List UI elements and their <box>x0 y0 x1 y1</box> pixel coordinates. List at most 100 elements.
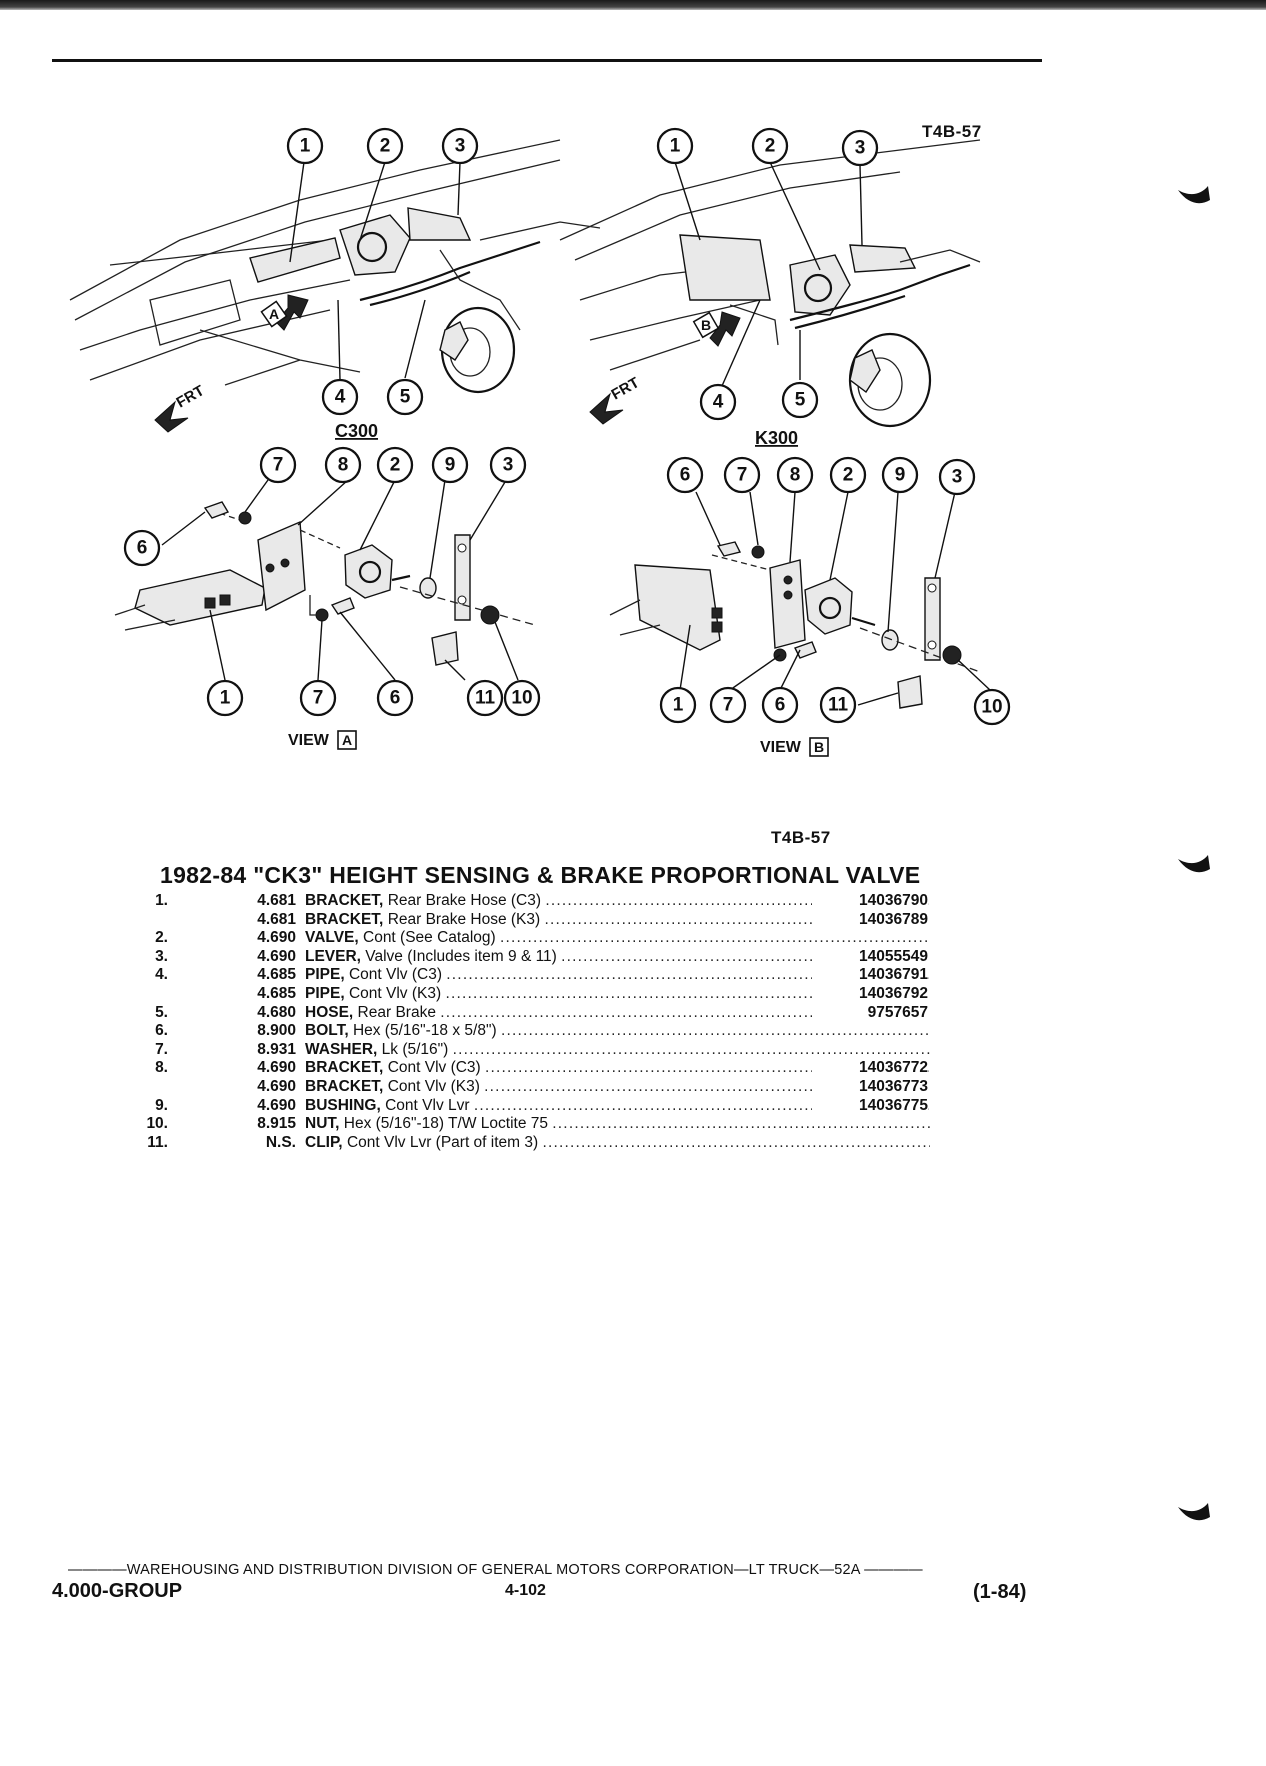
callout-2-k300: 2 <box>751 127 789 165</box>
svg-text:3: 3 <box>503 455 514 476</box>
callout-8-view-b: 8 <box>776 456 814 494</box>
c300-assembly-drawing: FRT A <box>69 139 601 433</box>
footer-page-number: 4-102 <box>505 1582 546 1599</box>
svg-text:6: 6 <box>137 538 148 559</box>
callout-11-view-b: 11 <box>819 686 857 724</box>
callout-1-view-a: 1 <box>206 679 244 717</box>
k300-frt-label: FRT <box>609 374 643 403</box>
illustration-svg: FRT A FRT B C3 <box>69 127 1011 757</box>
svg-text:VIEW: VIEW <box>760 739 802 756</box>
svg-text:1: 1 <box>220 688 231 709</box>
svg-text:5: 5 <box>400 387 411 408</box>
svg-text:3: 3 <box>455 136 466 157</box>
page-top-band <box>0 0 1266 10</box>
view-b-label: VIEW B <box>760 737 829 757</box>
view-a-exploded-drawing <box>114 501 536 666</box>
callout-3-c300: 3 <box>441 127 479 165</box>
svg-text:2: 2 <box>765 136 776 157</box>
svg-text:2: 2 <box>843 465 854 486</box>
svg-text:5: 5 <box>795 390 806 411</box>
footer-group-label: 4.000-GROUP <box>52 1580 183 1602</box>
callout-5-k300: 5 <box>781 381 819 419</box>
svg-text:3: 3 <box>952 467 963 488</box>
callout-2-view-b: 2 <box>829 456 867 494</box>
callout-6-view-a-left: 6 <box>123 529 161 567</box>
c300-label: C300 <box>335 421 378 441</box>
callout-8-view-a: 8 <box>324 446 362 484</box>
svg-text:8: 8 <box>790 465 801 486</box>
callout-11-view-a: 11 <box>466 679 504 717</box>
view-b-letter: B <box>814 739 824 755</box>
view-a-letter: A <box>342 732 352 748</box>
callout-1-view-b: 1 <box>659 686 697 724</box>
svg-text:6: 6 <box>390 688 401 709</box>
callout-7-view-a-top: 7 <box>259 446 297 484</box>
svg-text:6: 6 <box>680 465 691 486</box>
c300-frt-label: FRT <box>174 382 208 411</box>
callout-9-view-a: 9 <box>431 446 469 484</box>
svg-text:2: 2 <box>380 136 391 157</box>
figure-reference-bottom: T4B-57 <box>771 828 831 847</box>
callout-1-k300: 1 <box>656 127 694 165</box>
svg-text:10: 10 <box>511 688 532 709</box>
view-b-exploded-drawing <box>609 541 981 709</box>
svg-text:8: 8 <box>338 455 349 476</box>
svg-text:2: 2 <box>390 455 401 476</box>
svg-text:9: 9 <box>445 455 456 476</box>
svg-text:1: 1 <box>673 695 684 716</box>
callout-10-view-b: 10 <box>973 688 1011 726</box>
svg-text:10: 10 <box>981 697 1002 718</box>
figure-reference-top: T4B-57 <box>922 122 982 141</box>
callout-10-view-a: 10 <box>503 679 541 717</box>
svg-text:7: 7 <box>723 695 734 716</box>
svg-text:9: 9 <box>895 465 906 486</box>
callout-2-c300: 2 <box>366 127 404 165</box>
footer-revision-date: (1-84) <box>973 1581 1027 1603</box>
svg-text:3: 3 <box>855 138 866 159</box>
svg-text:1: 1 <box>670 136 681 157</box>
svg-text:11: 11 <box>475 688 496 709</box>
callout-3-k300: 3 <box>841 129 879 167</box>
c300-view-arrow-letter: A <box>269 306 279 322</box>
svg-text:7: 7 <box>273 455 284 476</box>
binder-hole-mark-middle <box>1178 855 1210 873</box>
callout-6-view-b-bottom: 6 <box>761 686 799 724</box>
callout-numbers: 1 2 3 4 5 1 2 3 4 5 6 7 8 2 9 3 1 7 6 11… <box>123 127 1011 726</box>
svg-text:4: 4 <box>713 392 724 413</box>
callout-3-view-b: 3 <box>938 458 976 496</box>
callout-1-c300: 1 <box>286 127 324 165</box>
callout-5-c300: 5 <box>386 378 424 416</box>
callout-7-view-b-top: 7 <box>723 456 761 494</box>
svg-text:1: 1 <box>300 136 311 157</box>
view-a-label: VIEW A <box>288 730 357 750</box>
k300-view-arrow-letter: B <box>701 317 711 333</box>
callout-4-c300: 4 <box>321 378 359 416</box>
callout-7-view-a-bottom: 7 <box>299 679 337 717</box>
footer-publisher-line: ————WAREHOUSING AND DISTRIBUTION DIVISIO… <box>68 1562 923 1578</box>
callout-6-view-b: 6 <box>666 456 704 494</box>
k300-label: K300 <box>755 428 798 448</box>
parts-row: 11.N.S.CLIP, Cont Vlv Lvr (Part of item … <box>147 1133 930 1151</box>
section-title: 1982-84 "CK3" HEIGHT SENSING & BRAKE PRO… <box>160 862 921 888</box>
svg-text:7: 7 <box>313 688 324 709</box>
callout-9-view-b: 9 <box>881 456 919 494</box>
callout-4-k300: 4 <box>699 383 737 421</box>
svg-text:6: 6 <box>775 695 786 716</box>
svg-text:4: 4 <box>335 387 346 408</box>
k300-assembly-drawing: FRT B <box>559 139 981 428</box>
callout-3-view-a: 3 <box>489 446 527 484</box>
header-rule <box>52 59 1042 62</box>
